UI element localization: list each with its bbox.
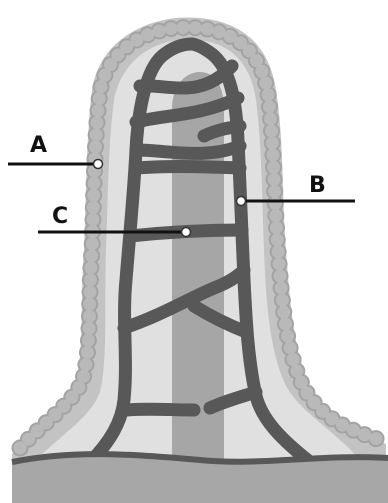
label-c: C <box>52 204 68 229</box>
marker-a <box>94 160 103 169</box>
capillary-cross-5 <box>136 167 240 169</box>
marker-c <box>182 228 191 237</box>
capillary-cross-9 <box>126 409 194 410</box>
label-a: A <box>30 133 47 158</box>
capillary-cross-4 <box>136 146 240 153</box>
label-b: B <box>309 173 326 198</box>
marker-b <box>237 197 246 206</box>
